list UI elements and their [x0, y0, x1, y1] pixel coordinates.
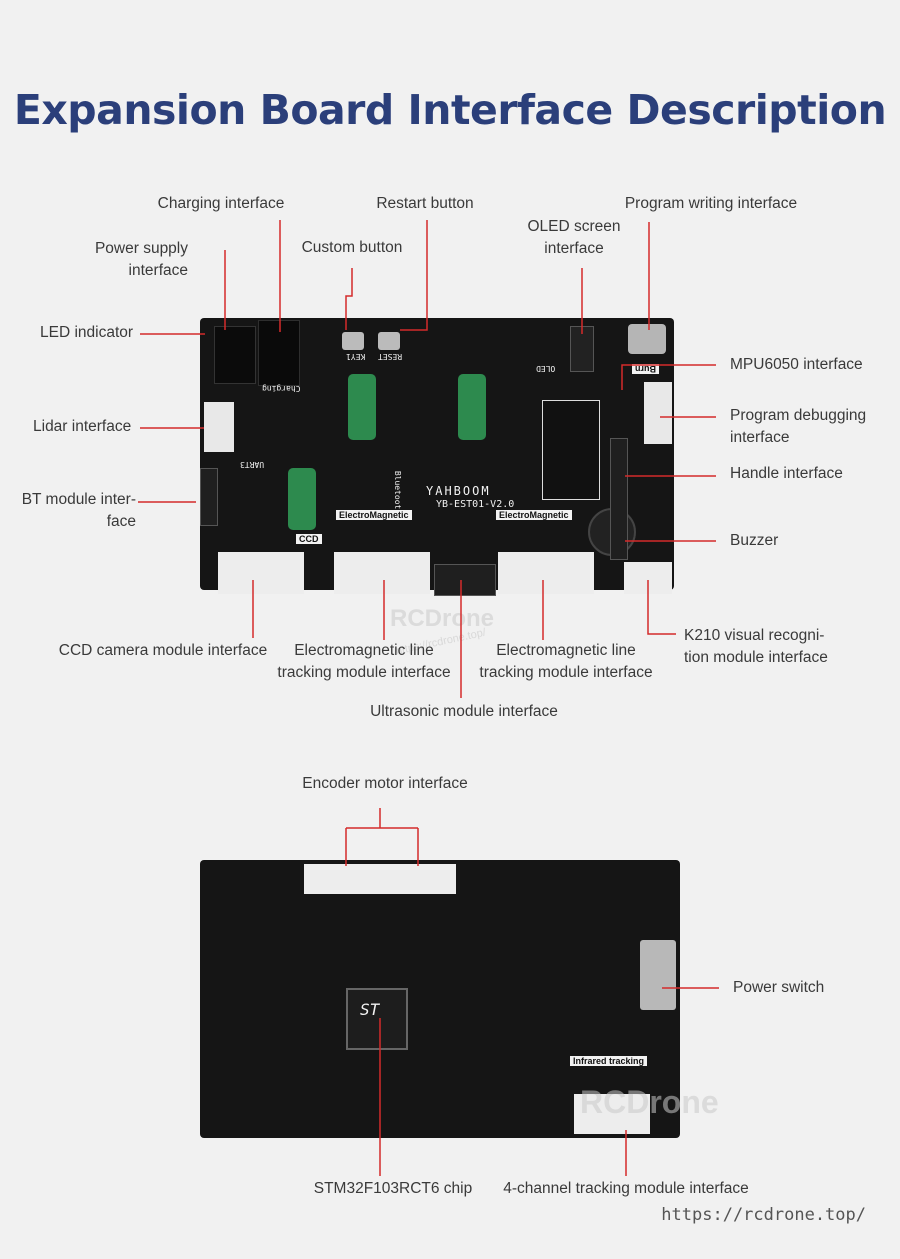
em1-connector [334, 552, 430, 594]
label-restart-button: Restart button [376, 195, 474, 212]
watermark-brand-2: RCDrone [580, 1084, 719, 1120]
silk-em-b: ElectroMagnetic [496, 510, 572, 520]
label-charging-interface: Charging interface [157, 195, 285, 212]
custom-button-key [342, 332, 364, 350]
silk-model: YB-EST01-V2.0 [436, 499, 515, 510]
capacitor-3 [288, 468, 316, 530]
debug-connector [644, 382, 672, 444]
label-led-indicator: LED indicator [40, 324, 134, 341]
capacitor-1 [348, 374, 376, 440]
encoder-connector-1 [304, 864, 380, 894]
ultrasonic-header [434, 564, 496, 596]
label-power-supply-interface: Power supply interface [40, 238, 188, 282]
label-em1-line1: Electromagnetic line [294, 642, 434, 659]
label-k210-line1: K210 visual recogni- [684, 627, 825, 644]
encoder-connector-2 [380, 864, 456, 894]
label-program-writing-interface: Program writing interface [624, 195, 798, 212]
charging-port [258, 320, 300, 386]
oled-header [570, 326, 594, 372]
silk-brand: YAHBOOM [426, 484, 491, 498]
page-title: Expansion Board Interface Description [13, 86, 887, 134]
handle-header [610, 438, 628, 560]
label-em-tracking-1: Electromagnetic line tracking module int… [266, 640, 462, 684]
label-buzzer: Buzzer [730, 532, 779, 549]
label-encoder-motor-interface: Encoder motor interface [302, 775, 468, 792]
silk-ccd: CCD [296, 534, 322, 544]
label-oled-line1: OLED screen [527, 218, 621, 235]
label-4ch-tracking-interface: 4-channel tracking module interface [503, 1180, 749, 1197]
power-jack [214, 326, 256, 384]
label-debug-line2: interface [730, 429, 790, 446]
label-mpu6050-interface: MPU6050 interface [730, 356, 863, 373]
label-em2-line2: tracking module interface [479, 664, 653, 681]
label-em1-line2: tracking module interface [277, 664, 451, 681]
label-power-supply-line2: interface [128, 262, 188, 279]
lidar-connector [204, 402, 234, 452]
label-custom-button: Custom button [301, 239, 403, 256]
em2-connector [498, 552, 594, 594]
label-program-debugging-interface: Program debugging interface [730, 405, 866, 449]
label-power-switch: Power switch [733, 979, 825, 996]
stm32-chip [346, 988, 408, 1050]
silk-em-a: ElectroMagnetic [336, 510, 412, 520]
switch-housing [640, 940, 676, 1010]
label-debug-line1: Program debugging [730, 407, 867, 424]
label-bt-line1: BT module inter- [21, 491, 136, 508]
silk-infrared: Infrared tracking [570, 1056, 648, 1066]
label-lidar-interface: Lidar interface [33, 418, 132, 435]
label-bt-line2: face [106, 513, 136, 530]
bt-header [200, 468, 218, 526]
label-bt-module-interface: BT module inter- face [4, 489, 136, 533]
label-k210-line2: tion module interface [684, 649, 828, 666]
label-ultrasonic-interface: Ultrasonic module interface [370, 703, 558, 720]
mpu6050-module [542, 400, 600, 500]
tracking-connector [574, 1094, 650, 1134]
label-k210-interface: K210 visual recogni- tion module interfa… [684, 625, 828, 669]
label-ccd-camera-interface: CCD camera module interface [58, 642, 268, 659]
capacitor-2 [458, 374, 486, 440]
expansion-board-bottom: ST Infrared tracking [200, 860, 680, 1138]
label-oled-line2: interface [544, 240, 604, 257]
usb-port [628, 324, 666, 354]
label-power-supply-line1: Power supply [94, 240, 188, 257]
watermark-brand-1: RCDrone [390, 605, 495, 632]
label-oled-screen-interface: OLED screen interface [516, 216, 632, 260]
label-stm32-chip: STM32F103RCT6 chip [313, 1180, 473, 1197]
label-handle-interface: Handle interface [730, 465, 843, 482]
label-em-tracking-2: Electromagnetic line tracking module int… [468, 640, 664, 684]
footer-url: https://rcdrone.top/ [661, 1205, 866, 1225]
silk-chip-brand: ST [360, 1000, 380, 1019]
label-em2-line1: Electromagnetic line [496, 642, 636, 659]
ccd-connector [218, 552, 304, 594]
restart-button-key [378, 332, 400, 350]
expansion-board-top: Charging KEY1 RESET OLED Burn UART3 YAHB… [200, 318, 674, 596]
